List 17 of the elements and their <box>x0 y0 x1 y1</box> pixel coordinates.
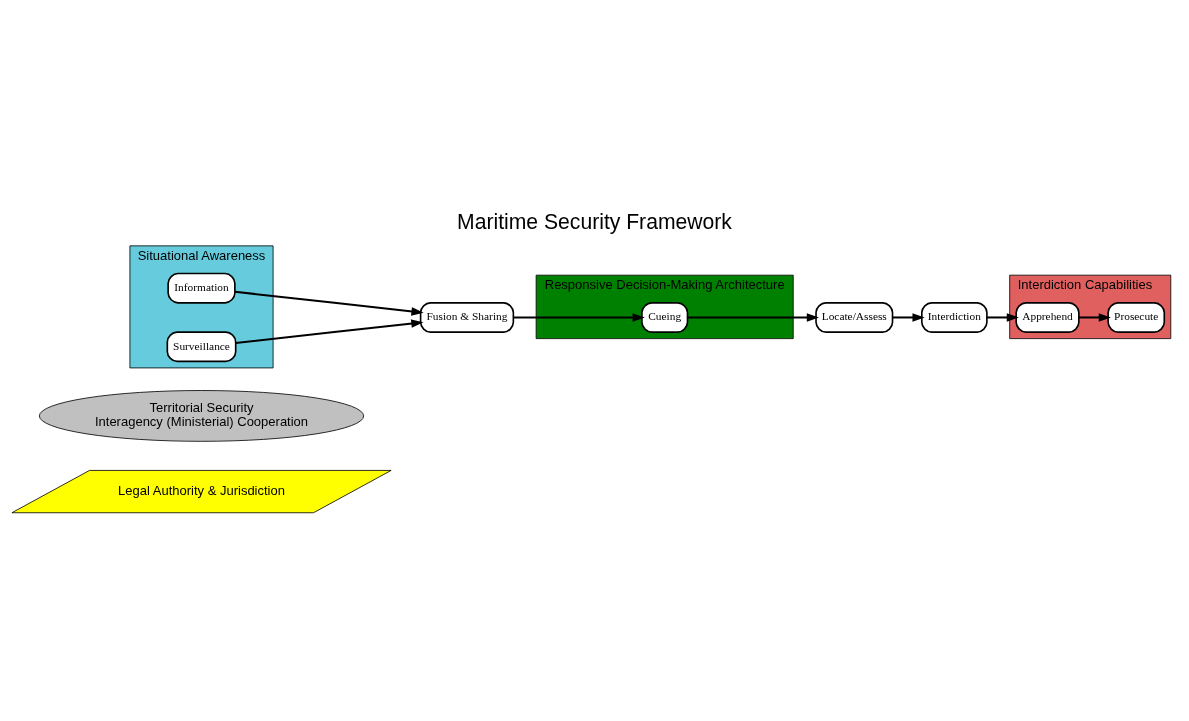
node-box: Apprehend <box>1015 301 1080 333</box>
arrow <box>235 318 424 344</box>
node-box: Interdiction <box>921 301 988 333</box>
node-box: Locate/Assess <box>815 301 894 333</box>
arrow <box>1079 312 1111 322</box>
node-box: Surveillance <box>166 330 237 362</box>
diagram-title: Maritime Security Framework <box>457 209 732 233</box>
arrow <box>234 290 424 316</box>
arrow <box>513 312 645 322</box>
node-ellipse: Territorial Security Interagency (Ministerial) Cooperation <box>38 389 365 442</box>
node-box: Fusion & Sharing <box>419 301 515 333</box>
node-box: Prosecute <box>1107 301 1166 333</box>
arrow <box>986 312 1019 322</box>
node-box: Cueing <box>641 301 689 333</box>
node-box: Information <box>167 272 236 304</box>
arrow <box>687 312 820 322</box>
arrow <box>892 312 925 322</box>
